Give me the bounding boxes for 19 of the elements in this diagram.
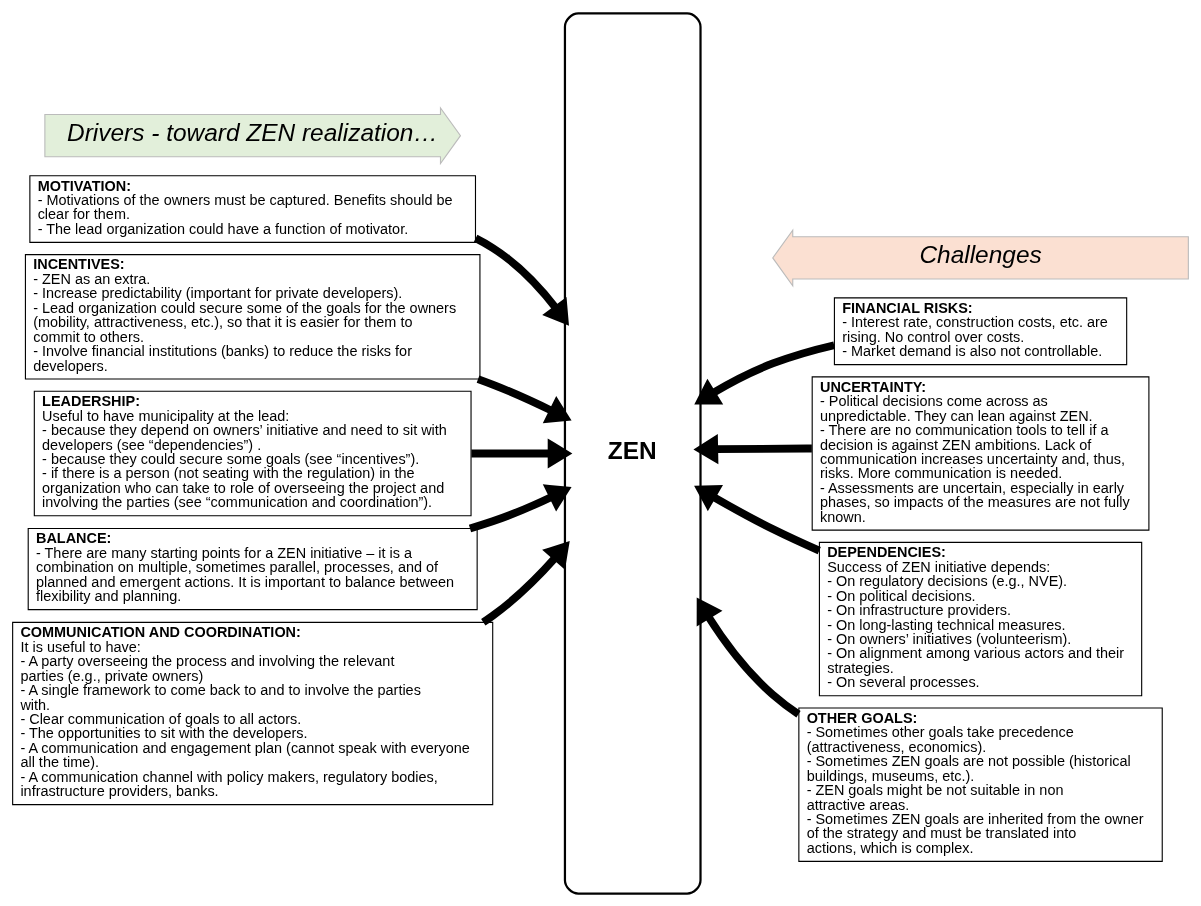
arrow [476,374,572,423]
node-box: LEADERSHIP: Useful to have municipality at the lead: - because they depend on owners’ initiative and need to sit with developers (see “dependencies”) . - because they could secure some goals (see “incentives”). - if there is a person (not seating with the regulation) in the organization who can take to role of overseeing the project and involving the parties (see “communication and coordination”). [33,390,472,516]
node-box: ZEN [563,11,702,895]
node-box: BALANCE: - There are many starting points for a ZEN initiative – it is a combination on multiple, sometimes parallel, processes, and of planned and emergent actions. It is important to balance between flexibility and planning. [27,527,478,610]
node-box: FINANCIAL RISKS: - Interest rate, construction costs, etc. are rising. No control over costs. - Market demand is also not controllable. [833,296,1128,365]
arrow [694,340,836,404]
arrow [696,597,801,717]
arrow [481,540,570,626]
arrow [473,234,569,326]
node-box: INCENTIVES: - ZEN as an extra. - Increase predictability (important for private developers). - Lead organization could secure some of the goals for the owners (mobility, attractiveness, etc.), so that it is easier for them to commit to others. - Involve financial institutions (banks) to reduce the risks for developers. [24,253,481,380]
arrow [694,484,821,554]
arrow [468,483,572,532]
node-box: DEPENDENCIES: Success of ZEN initiative depends: - On regulatory decisions (e.g., NVE). - On political decisions. - On infrastructure providers. - On long-lasting technical measures. - On owners’ initiatives (volunteerism). - On alignment among various actors and their strategies. - On several processes. [818,541,1143,696]
node-box: OTHER GOALS: - Sometimes other goals take precedence (attractiveness, economics). - Sometimes ZEN goals are not possible (historical buildings, museums, etc.). - ZEN goals might be not suitable in non attractive areas. - Sometimes ZEN goals are inherited from the owner of the strategy and must be translated into actions, which is complex. [798,706,1163,862]
arrow [693,433,812,464]
node-box: MOTIVATION: - Motivations of the owners must be captured. Benefits should be clear for them. - The lead organization could have a function of motivator. [29,174,477,243]
node-box: UNCERTAINTY: - Political decisions come across as unpredictable. They can lean against ZEN. - There are no communication tools to tell if a decision is against ZEN ambitions. Lack of communication increases uncertainty and, thus, risks. More communication is needed. - Assessments are uncertain, especially in early phases, so impacts of the measures are not fully known. [811,375,1150,531]
node-box: COMMUNICATION AND COORDINATION: It is useful to have: - A party overseeing the process and involving the relevant parties (e.g., private owners) - A single framework to come back to and to involve the parties with. - Clear communication of goals to all actors. - The opportunities to sit with the developers. - A communication and engagement plan (cannot speak with everyone all the time). - A communication channel with policy makers, regulatory bodies, infrastructure providers, banks. [12,621,494,805]
arrow [471,437,573,469]
